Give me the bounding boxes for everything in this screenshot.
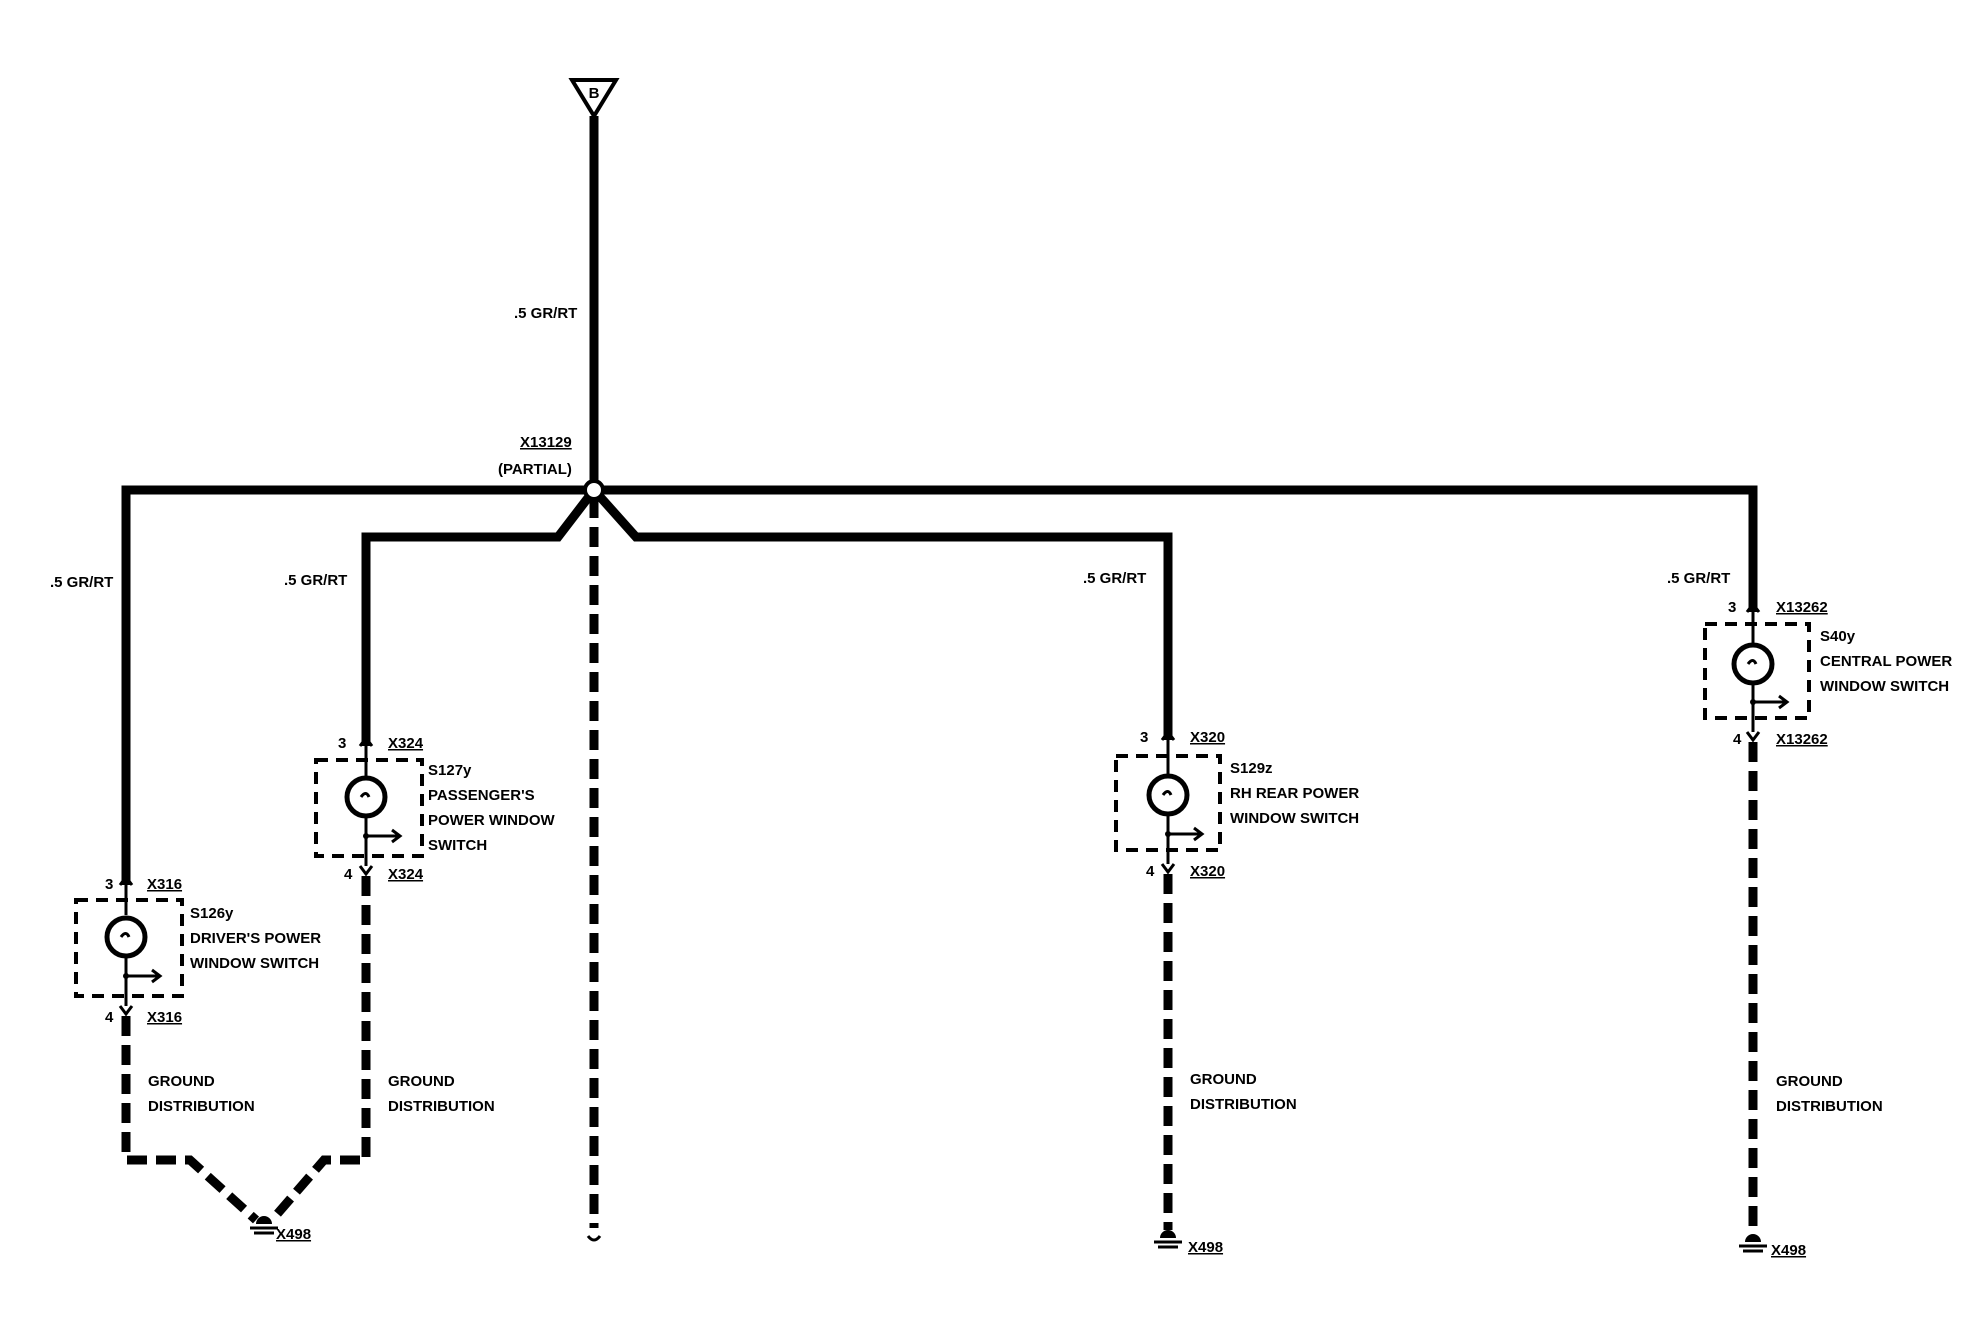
central-switch-housing bbox=[1703, 622, 1811, 720]
rh-rear-switch-lamp-icon bbox=[1146, 773, 1190, 817]
driver-ground-line-1: GROUND bbox=[148, 1073, 215, 1090]
passenger-ground-line-2: DISTRIBUTION bbox=[388, 1098, 495, 1115]
driver-pin-top-terminal bbox=[118, 874, 134, 886]
rh-rear-ground-label: X498 bbox=[1188, 1239, 1223, 1256]
driver-switch-line-3: WINDOW SWITCH bbox=[190, 955, 319, 972]
passenger-ground-wire bbox=[268, 876, 371, 1223]
driver-ground-wire bbox=[121, 1016, 260, 1224]
rh-rear-switch-line-2: RH REAR POWER bbox=[1230, 785, 1359, 802]
rh-rear-ground-line-2: DISTRIBUTION bbox=[1190, 1096, 1297, 1113]
central-branch-wire bbox=[594, 485, 1758, 612]
passenger-conn-top: X324 bbox=[388, 735, 424, 752]
passenger-conn-bottom: X324 bbox=[388, 866, 424, 883]
main-wire-label: .5 GR/RT bbox=[514, 305, 577, 322]
passenger-switch-line-4: SWITCH bbox=[428, 837, 487, 854]
passenger-pin-bottom: 4 bbox=[344, 866, 353, 883]
break-symbol bbox=[586, 1235, 602, 1242]
central-switch-lamp-icon bbox=[1731, 642, 1775, 686]
rh-rear-switch-line-3: WINDOW SWITCH bbox=[1230, 810, 1359, 827]
central-ground-label: X498 bbox=[1771, 1242, 1806, 1259]
central-conn-bottom: X13262 bbox=[1776, 731, 1828, 748]
passenger-wire-label: .5 GR/RT bbox=[284, 572, 347, 589]
central-wire-label: .5 GR/RT bbox=[1667, 570, 1730, 587]
passenger-ground-line-1: GROUND bbox=[388, 1073, 455, 1090]
central-switch-line-3: WINDOW SWITCH bbox=[1820, 678, 1949, 695]
passenger-switch-line-2: PASSENGER'S bbox=[428, 787, 535, 804]
central-pin-bottom: 4 bbox=[1733, 731, 1742, 748]
driver-switch-line-1: S126y bbox=[190, 905, 234, 922]
splice-node bbox=[583, 479, 605, 501]
central-switch-contact bbox=[1753, 694, 1790, 710]
rh-rear-conn-bottom: X320 bbox=[1190, 863, 1225, 880]
passenger-switch-line-1: S127y bbox=[428, 762, 472, 779]
passenger-switch-lamp-icon bbox=[344, 775, 388, 819]
driver-conn-bottom: X316 bbox=[147, 1009, 182, 1026]
driver-pin-bottom-terminal bbox=[118, 1005, 134, 1017]
central-switch: 3 X13262 4 X13262 S40y CENTRAL POWER WIN… bbox=[1703, 599, 1952, 748]
driver-switch-line-2: DRIVER'S POWER bbox=[190, 930, 321, 947]
rh-rear-ground-line-1: GROUND bbox=[1190, 1071, 1257, 1088]
driver-wire-label: .5 GR/RT bbox=[50, 574, 113, 591]
passenger-branch-wire bbox=[361, 487, 598, 746]
splice-note: (PARTIAL) bbox=[498, 461, 572, 478]
rh-rear-branch-wire bbox=[590, 487, 1173, 740]
rh-rear-wire-label: .5 GR/RT bbox=[1083, 570, 1146, 587]
driver-switch-contact bbox=[126, 968, 163, 984]
central-ground-point-icon bbox=[1739, 1234, 1767, 1253]
rh-rear-pin-bottom: 4 bbox=[1146, 863, 1155, 880]
rh-rear-switch-line-1: S129z bbox=[1230, 760, 1273, 777]
driver-branch-wire bbox=[121, 485, 594, 885]
driver-pin-top: 3 bbox=[105, 876, 113, 893]
central-switch-line-2: CENTRAL POWER bbox=[1820, 653, 1952, 670]
splice-id: X13129 bbox=[520, 434, 572, 451]
rh-rear-switch: 3 X320 4 X320 S129z RH REAR POWER WINDOW… bbox=[1114, 729, 1359, 880]
rh-rear-conn-top: X320 bbox=[1190, 729, 1225, 746]
central-switch-line-1: S40y bbox=[1820, 628, 1856, 645]
shared-ground-point-icon bbox=[250, 1216, 278, 1235]
connector-b-symbol: B bbox=[568, 78, 620, 120]
central-conn-top: X13262 bbox=[1776, 599, 1828, 616]
passenger-switch-contact bbox=[366, 828, 403, 844]
connector-b-label: B bbox=[589, 85, 600, 102]
passenger-switch: 3 X324 4 X324 S127y PASSENGER'S POWER WI… bbox=[314, 735, 555, 883]
driver-switch: 3 X316 4 X316 S126y DRIVER'S POWER WINDO… bbox=[74, 874, 321, 1026]
driver-ground-line-2: DISTRIBUTION bbox=[148, 1098, 255, 1115]
rh-rear-pin-top: 3 bbox=[1140, 729, 1148, 746]
shared-ground-label: X498 bbox=[276, 1226, 311, 1243]
central-pin-top: 3 bbox=[1728, 599, 1736, 616]
driver-switch-lamp-icon bbox=[104, 915, 148, 959]
rh-rear-ground-point-icon bbox=[1154, 1230, 1182, 1249]
passenger-switch-line-3: POWER WINDOW bbox=[428, 812, 555, 829]
passenger-pin-top: 3 bbox=[338, 735, 346, 752]
central-ground-line-1: GROUND bbox=[1776, 1073, 1843, 1090]
driver-conn-top: X316 bbox=[147, 876, 182, 893]
central-ground-line-2: DISTRIBUTION bbox=[1776, 1098, 1883, 1115]
driver-pin-bottom: 4 bbox=[105, 1009, 114, 1026]
rh-rear-switch-contact bbox=[1168, 826, 1205, 842]
